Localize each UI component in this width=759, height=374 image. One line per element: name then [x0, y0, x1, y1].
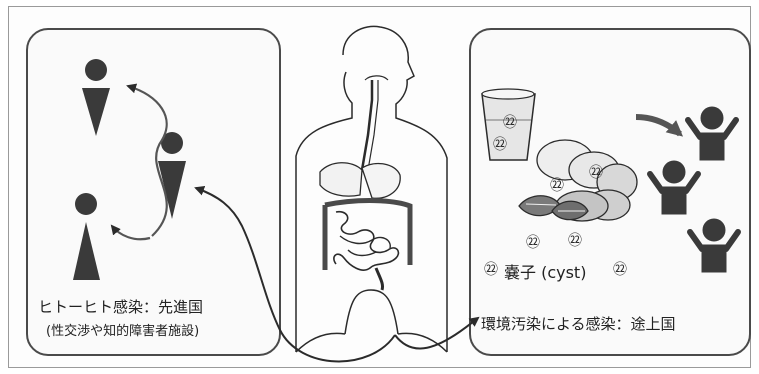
digestive-organs	[320, 163, 410, 290]
person-arms-up-middle	[650, 161, 698, 214]
left-panel-caption: ヒトーヒト感染：先進国	[38, 296, 203, 317]
person-figure-top	[82, 59, 110, 136]
left-panel-subcaption: (性交渉や知的障害者施設)	[46, 320, 199, 339]
person-figure-middle	[158, 132, 186, 219]
cyst-label: 嚢子 (cyst)	[504, 259, 586, 283]
arrow-to-people	[636, 117, 680, 134]
person-figure-bottom	[73, 193, 100, 280]
cyst-icon: ㉒	[493, 137, 507, 153]
cyst-icon: ㉒	[568, 233, 582, 249]
vegetables-icon	[519, 140, 637, 221]
cyst-icon: ㉒	[503, 115, 517, 131]
cyst-icon: ㉒	[526, 235, 540, 251]
cyst-icon: ㉒	[550, 178, 564, 194]
arrow-to-bottom-person	[112, 226, 150, 239]
person-arms-up-top	[688, 107, 736, 160]
right-panel-caption: 環境汚染による感染：途上国	[481, 313, 676, 334]
cyst-icon: ㉒	[613, 262, 627, 278]
person-arms-up-bottom	[690, 219, 738, 272]
cyst-icon: ㉒	[484, 262, 498, 278]
cyst-icon: ㉒	[589, 165, 603, 181]
